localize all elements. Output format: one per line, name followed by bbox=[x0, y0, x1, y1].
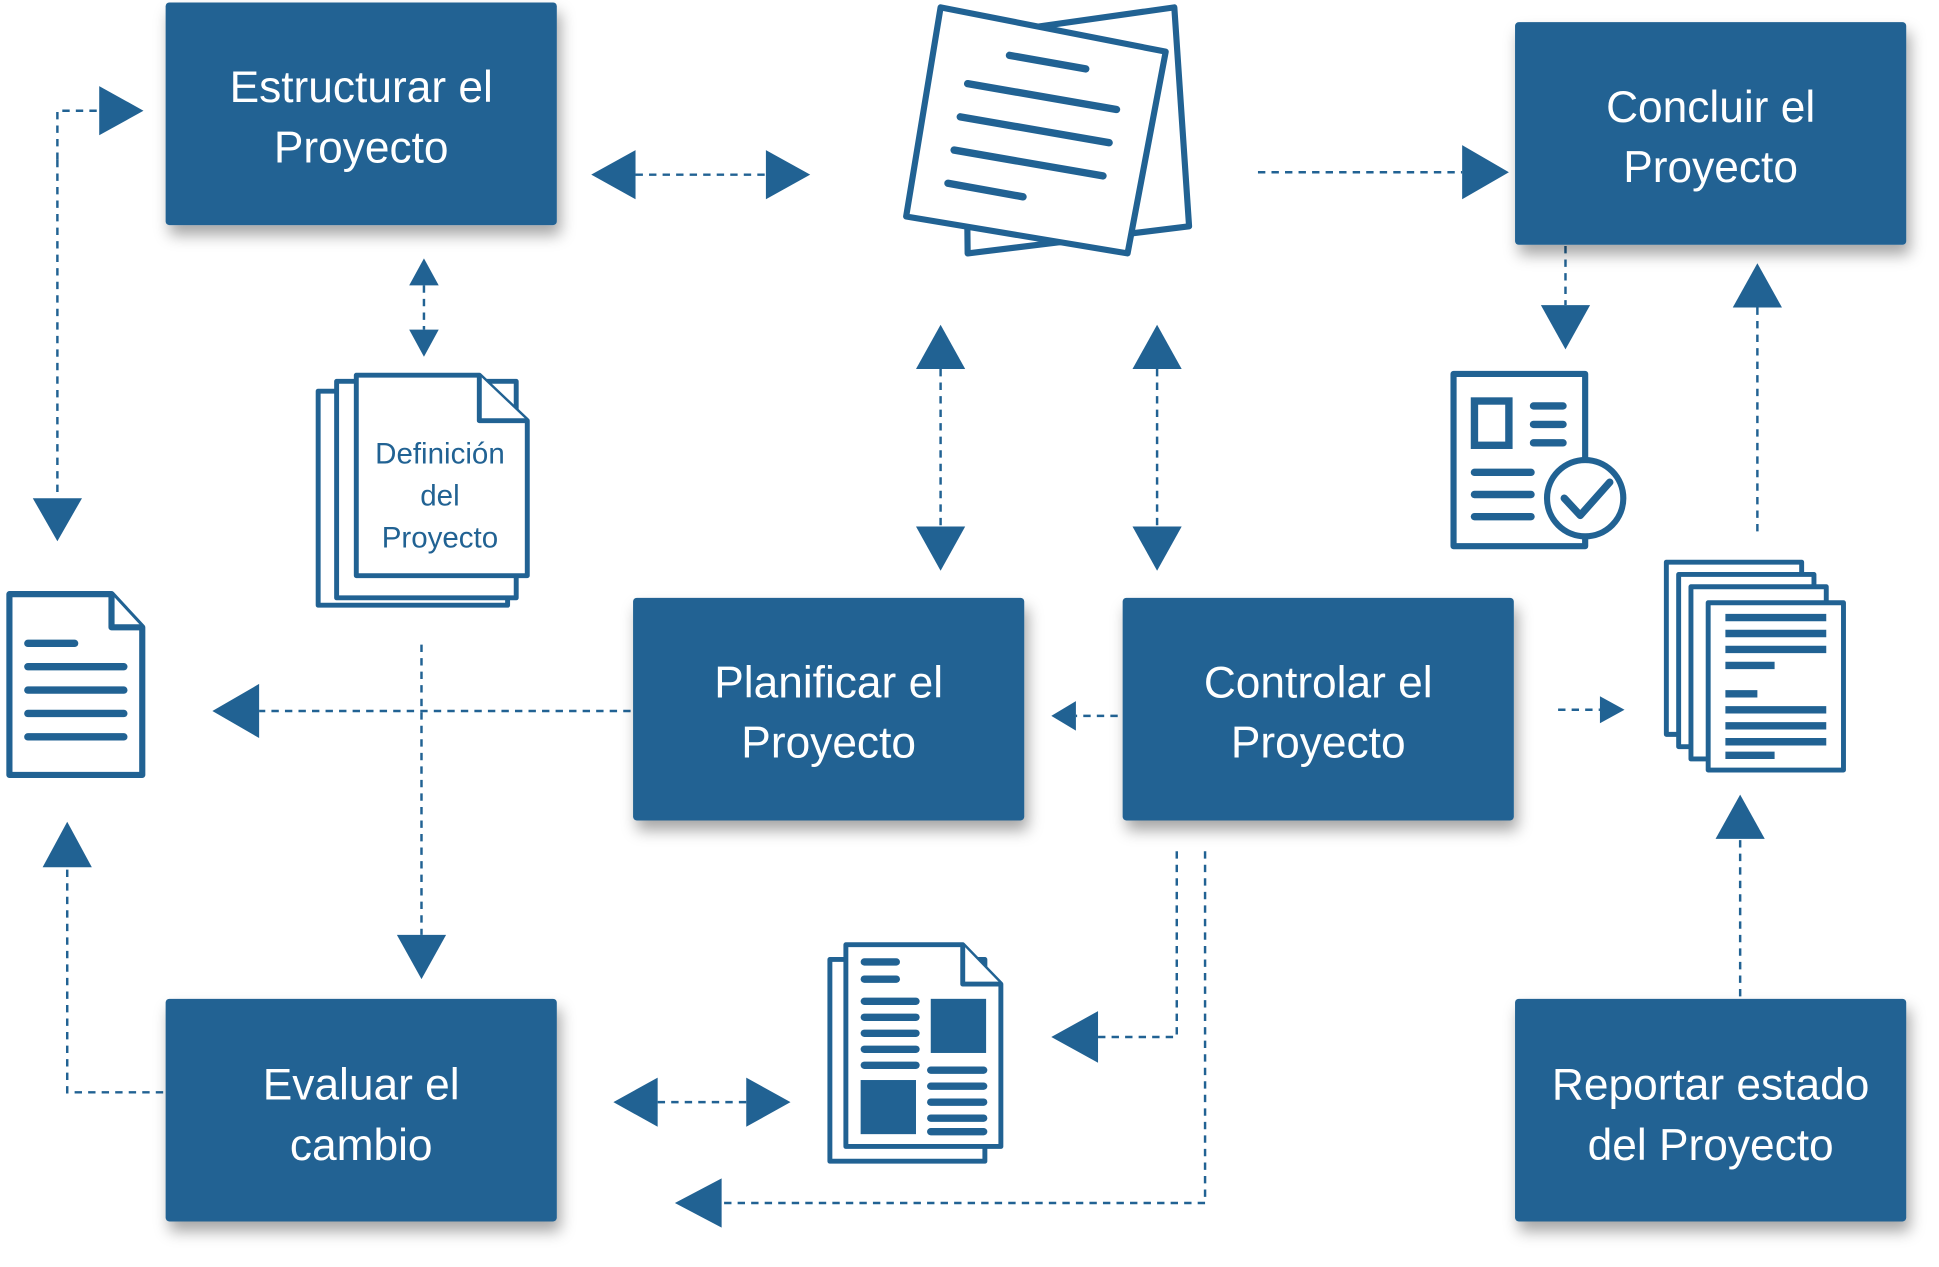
box-label: Proyecto bbox=[1231, 719, 1406, 768]
box-planificar: Planificar el Proyecto bbox=[633, 597, 1025, 821]
box-label: Proyecto bbox=[741, 719, 916, 768]
box-reportar: Reportar estado del Proyecto bbox=[1515, 998, 1907, 1222]
box-label: Controlar el bbox=[1204, 658, 1433, 707]
newspaper-document-icon bbox=[827, 942, 1004, 1164]
document-label: Proyecto bbox=[382, 521, 498, 554]
project-definition-document-icon: Definición del Proyecto bbox=[315, 372, 530, 608]
box-label: del Proyecto bbox=[1588, 1121, 1834, 1170]
stacked-papers-icon bbox=[903, 4, 1193, 257]
document-label: Definición bbox=[375, 438, 505, 471]
approved-document-icon bbox=[1450, 370, 1627, 550]
box-estructurar: Estructurar el Proyecto bbox=[165, 2, 557, 226]
box-label: cambio bbox=[290, 1121, 433, 1170]
box-controlar: Controlar el Proyecto bbox=[1122, 597, 1514, 821]
box-label: Reportar estado bbox=[1552, 1061, 1869, 1110]
document-icon bbox=[6, 591, 146, 779]
box-label: Estructurar el bbox=[230, 63, 493, 112]
box-label: Planificar el bbox=[714, 658, 943, 707]
box-label: Proyecto bbox=[274, 123, 449, 172]
connectors bbox=[32, 86, 1782, 1228]
box-label: Proyecto bbox=[1623, 143, 1798, 192]
box-concluir: Concluir el Proyecto bbox=[1515, 22, 1907, 245]
box-label: Concluir el bbox=[1606, 83, 1815, 132]
report-stack-icon bbox=[1663, 559, 1846, 773]
box-label: Evaluar el bbox=[263, 1061, 460, 1110]
box-evaluar: Evaluar el cambio bbox=[165, 998, 557, 1222]
document-label: del bbox=[420, 480, 459, 513]
